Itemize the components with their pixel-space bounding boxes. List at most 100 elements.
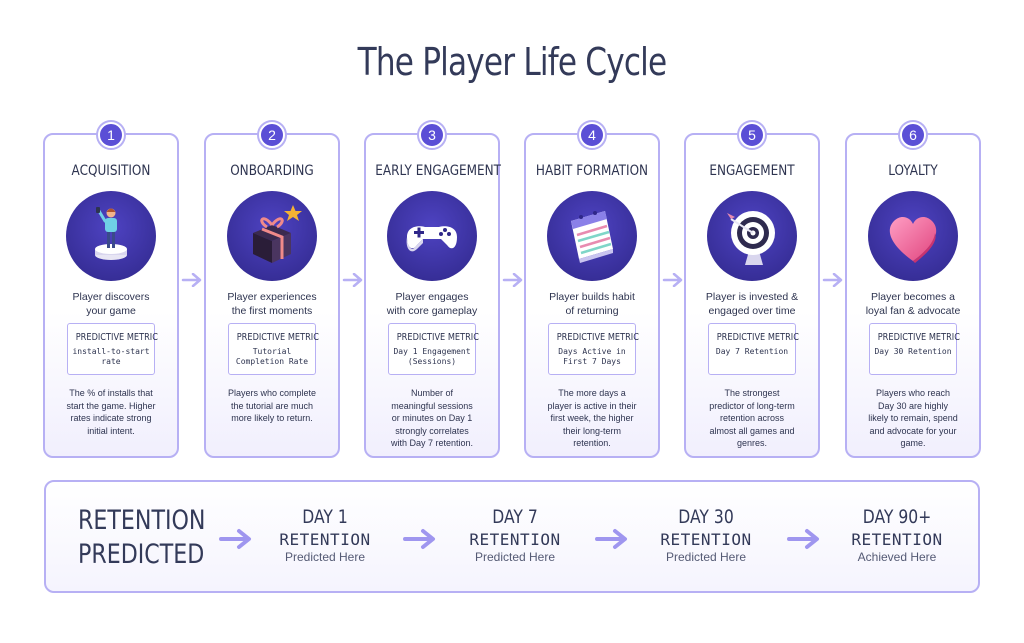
- milestone-sub: Predicted Here: [474, 550, 556, 564]
- stage-explanation: Number of meaningful sessions or minutes…: [384, 387, 480, 450]
- stage-name: ACQUISITION: [71, 163, 151, 179]
- explain-line: their long-term: [562, 425, 622, 436]
- stage-explanation: The strongest predictor of long-term ret…: [704, 387, 800, 450]
- stage-number-badge: 4: [579, 122, 605, 148]
- metric-value: Day 7 Retention: [709, 347, 795, 357]
- explain-line: genres.: [736, 438, 768, 448]
- milestone-label: RETENTION: [469, 530, 561, 549]
- desc-line: Player is invested &: [705, 291, 799, 303]
- stage-explanation: Players who complete the tutorial are mu…: [224, 387, 320, 425]
- desc-line: Player builds habit: [549, 291, 635, 303]
- game-controller-icon: [387, 191, 477, 281]
- explain-line: Players who reach: [875, 388, 951, 398]
- explain-line: more likely to return.: [231, 413, 313, 423]
- stage-name: ONBOARDING: [230, 163, 314, 179]
- arrow-right-icon: [181, 273, 202, 287]
- metric-value: Day 30 Retention: [870, 347, 956, 357]
- desc-line: of returning: [565, 305, 619, 317]
- metric-value-line: Completion Rate: [235, 357, 309, 366]
- stage-card-habit-formation: 4 HABIT FORMATION Player builds habit of…: [524, 122, 660, 458]
- explain-line: start the game. Higher: [66, 400, 156, 411]
- metric-label: PREDICTIVE METRIC: [236, 332, 319, 343]
- explain-line: retention across: [719, 413, 785, 423]
- title-line: PREDICTED: [78, 539, 205, 570]
- gift-box-icon: [227, 191, 317, 281]
- player-figure-icon: [66, 191, 156, 281]
- stage-description: Player becomes a loyal fan & advocate: [851, 290, 975, 318]
- milestone-sub: Achieved Here: [857, 550, 937, 564]
- metric-value-line: Day 1 Engagement: [393, 347, 471, 356]
- metric-value-line: install-to-start: [72, 347, 150, 356]
- milestone-day-90: DAY 90+ RETENTION Achieved Here: [822, 506, 972, 564]
- milestone-day: DAY 1: [302, 506, 348, 528]
- stage-name: HABIT FORMATION: [535, 163, 649, 179]
- retention-panel: RETENTION PREDICTED DAY 1 RETENTION Pred…: [44, 480, 980, 593]
- metric-value-line: (Sessions): [407, 357, 457, 366]
- calendar-icon: [547, 191, 637, 281]
- desc-line: your game: [86, 305, 136, 317]
- explain-line: and advocate for your: [869, 425, 957, 436]
- desc-line: loyal fan & advocate: [865, 305, 961, 317]
- metric-value-line: First 7 Days: [563, 357, 621, 366]
- stage-name: LOYALTY: [888, 163, 938, 179]
- metric-value: install-to-start rate: [68, 347, 154, 367]
- milestone-sub: Predicted Here: [665, 550, 747, 564]
- arrow-right-icon: [822, 273, 843, 287]
- explain-line: rates indicate strong: [70, 413, 152, 423]
- explain-line: retention.: [573, 438, 611, 448]
- metric-value: Days Active in First 7 Days: [549, 347, 635, 367]
- stage-number-badge: 3: [419, 122, 445, 148]
- metric-value-line: Day 30 Retention: [874, 347, 952, 356]
- milestone-sub: Predicted Here: [284, 550, 366, 564]
- explain-line: initial intent.: [87, 425, 135, 436]
- stage-description: Player experiences the first moments: [210, 290, 334, 318]
- arrow-right-icon: [403, 529, 435, 549]
- arrow-right-icon: [787, 529, 819, 549]
- title-line: RETENTION: [78, 505, 206, 536]
- stage-number-badge: 2: [259, 122, 285, 148]
- heart-icon: [868, 191, 958, 281]
- explain-line: with Day 7 retention.: [390, 438, 474, 448]
- metric-label: PREDICTIVE METRIC: [556, 332, 639, 343]
- explain-line: predictor of long-term: [709, 400, 795, 411]
- explain-line: game.: [900, 438, 926, 448]
- stage-card-loyalty: 6 LOYALTY Player becomes a loyal fan & a…: [845, 122, 981, 458]
- milestone-label: RETENTION: [660, 530, 752, 549]
- desc-line: with core gameplay: [386, 305, 478, 317]
- stage-card-early-engagement: 3 EARLY ENGAGEMENT Player engages with c…: [364, 122, 502, 458]
- stage-explanation: The more days a player is active in thei…: [544, 387, 640, 450]
- stage-number-badge: 5: [739, 122, 765, 148]
- metric-value-line: Days Active in: [558, 347, 626, 356]
- stage-explanation: The % of installs that start the game. H…: [63, 387, 159, 437]
- stage-name: ENGAGEMENT: [709, 163, 795, 179]
- desc-line: engaged over time: [708, 305, 796, 317]
- desc-line: Player discovers: [72, 291, 150, 303]
- stage-name: EARLY ENGAGEMENT: [375, 163, 502, 179]
- arrow-right-icon: [219, 529, 251, 549]
- explain-line: likely to remain, spend: [868, 413, 958, 423]
- stage-description: Player engages with core gameplay: [370, 290, 494, 318]
- explain-line: The strongest: [724, 388, 780, 398]
- explain-line: The % of installs that: [69, 388, 153, 398]
- target-icon: [707, 191, 797, 281]
- arrow-right-icon: [502, 273, 523, 287]
- metric-value: Tutorial Completion Rate: [229, 347, 315, 367]
- milestone-day: DAY 90+: [862, 506, 932, 528]
- milestone-day-1: DAY 1 RETENTION Predicted Here: [250, 506, 400, 564]
- stage-description: Player builds habit of returning: [530, 290, 654, 318]
- desc-line: Player becomes a: [870, 291, 956, 303]
- stage-description: Player is invested & engaged over time: [690, 290, 814, 318]
- metric-label: PREDICTIVE METRIC: [877, 332, 960, 343]
- stage-number-badge: 6: [900, 122, 926, 148]
- stage-card-acquisition: 1 ACQUISITION Player discovers your game…: [43, 122, 179, 458]
- desc-line: Player engages: [395, 291, 469, 303]
- metric-value-line: Tutorial: [252, 347, 292, 356]
- explain-line: player is active in their: [547, 400, 637, 411]
- metric-label: PREDICTIVE METRIC: [716, 332, 799, 343]
- page-title: The Player Life Cycle: [357, 40, 668, 84]
- predictive-metric-box: PREDICTIVE METRIC Tutorial Completion Ra…: [228, 323, 319, 375]
- milestone-label: RETENTION: [279, 530, 371, 549]
- milestone-day: DAY 30: [678, 506, 734, 528]
- desc-line: Player experiences: [227, 291, 317, 303]
- metric-value: Day 1 Engagement (Sessions): [389, 347, 475, 367]
